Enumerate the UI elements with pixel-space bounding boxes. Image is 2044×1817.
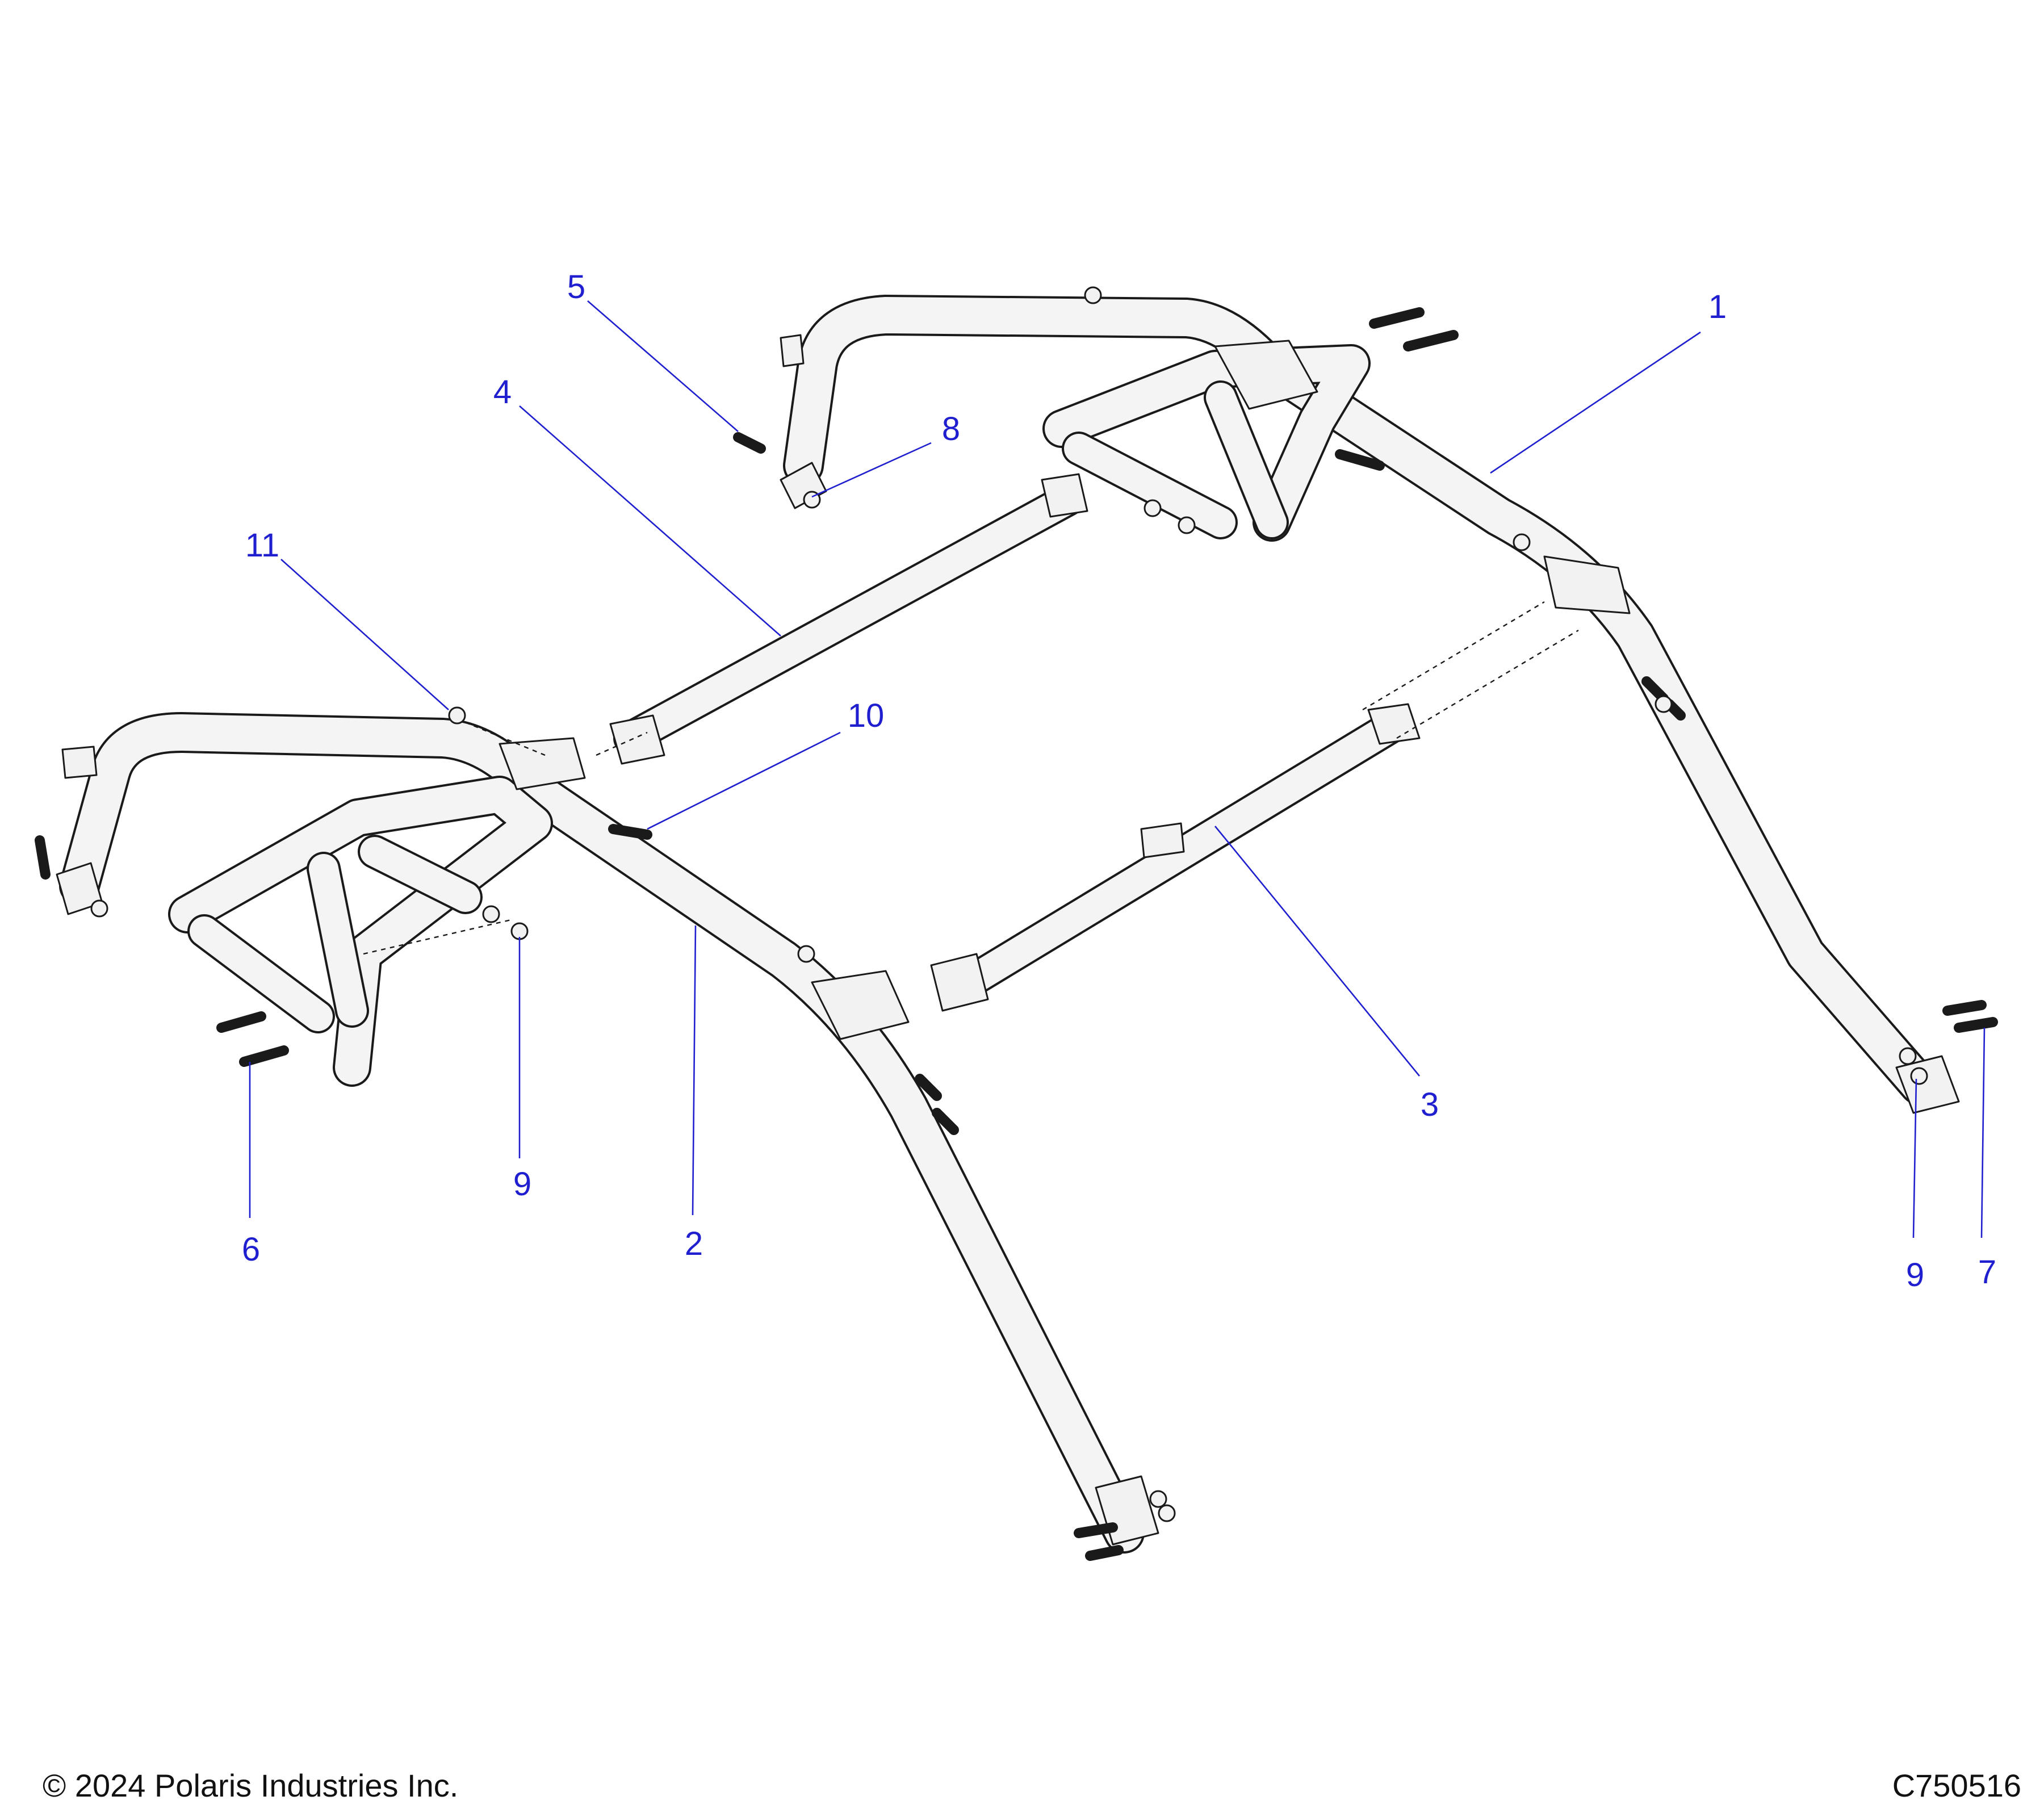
nut: [448, 706, 466, 725]
callout-6: 6: [242, 1231, 260, 1268]
nut: [90, 899, 108, 918]
leader-lines: [249, 300, 1986, 1238]
leader-3: [1214, 826, 1421, 1077]
callout-8: 8: [942, 411, 960, 447]
callout-10: 10: [848, 697, 885, 734]
leader-4: [519, 405, 781, 637]
leader-11: [280, 559, 449, 710]
nut: [510, 922, 529, 940]
nut: [1655, 695, 1673, 713]
cross-bar-clip: [1140, 822, 1185, 859]
part-1-rear-cage: [780, 295, 1960, 1114]
callout-7: 7: [1978, 1254, 1996, 1291]
fasteners: [35, 286, 1998, 1561]
rear-cage-foot-right: [1895, 1055, 1960, 1114]
callout-5: 5: [567, 269, 585, 305]
nut: [1178, 516, 1196, 534]
upper-bar-end-right: [1041, 473, 1088, 518]
callout-labels: 1 2 3 4 5 6 7 8 9 9 10 11: [242, 269, 1996, 1293]
nut: [1144, 499, 1162, 517]
leader-9-right: [1912, 1078, 1917, 1238]
nut: [797, 945, 815, 963]
callout-3: 3: [1421, 1086, 1439, 1123]
front-cage-bracket: [811, 970, 910, 1040]
copyright-notice: © 2024 Polaris Industries Inc.: [43, 1768, 459, 1803]
callout-2: 2: [685, 1225, 703, 1262]
upper-bar-end-left: [609, 714, 665, 765]
rear-cage-tab: [780, 334, 805, 367]
assembly-lines: [363, 601, 1579, 955]
nut: [1910, 1067, 1928, 1085]
callout-11: 11: [245, 527, 279, 564]
leader-1: [1490, 331, 1701, 474]
callout-1: 1: [1708, 288, 1727, 325]
cross-bar-end-left: [930, 953, 989, 1012]
rear-cage-bracket: [1214, 340, 1318, 410]
front-cage-upper-bracket: [499, 737, 586, 790]
callout-4: 4: [493, 374, 512, 411]
part-4-upper-bar: [609, 473, 1088, 765]
rear-cage-mount-plate: [1543, 555, 1631, 614]
leader-10: [647, 731, 841, 830]
part-3-cross-bar: [930, 703, 1421, 1012]
callout-9-right: 9: [1906, 1257, 1924, 1293]
nut: [1158, 1504, 1176, 1522]
nut: [1084, 286, 1102, 304]
nut: [482, 905, 500, 923]
leader-8: [811, 442, 932, 498]
leader-5: [587, 300, 739, 432]
nut: [1899, 1047, 1917, 1065]
cross-bar-end-right: [1367, 703, 1421, 745]
nut: [1513, 533, 1531, 551]
front-cage-tab: [61, 746, 98, 779]
callout-9-left: 9: [513, 1166, 531, 1203]
nut: [1149, 1490, 1167, 1508]
leader-2: [692, 925, 697, 1216]
diagram-id: C750516: [1892, 1768, 2021, 1803]
part-2-front-cage: [56, 712, 1159, 1554]
leader-7: [1980, 1027, 1986, 1238]
